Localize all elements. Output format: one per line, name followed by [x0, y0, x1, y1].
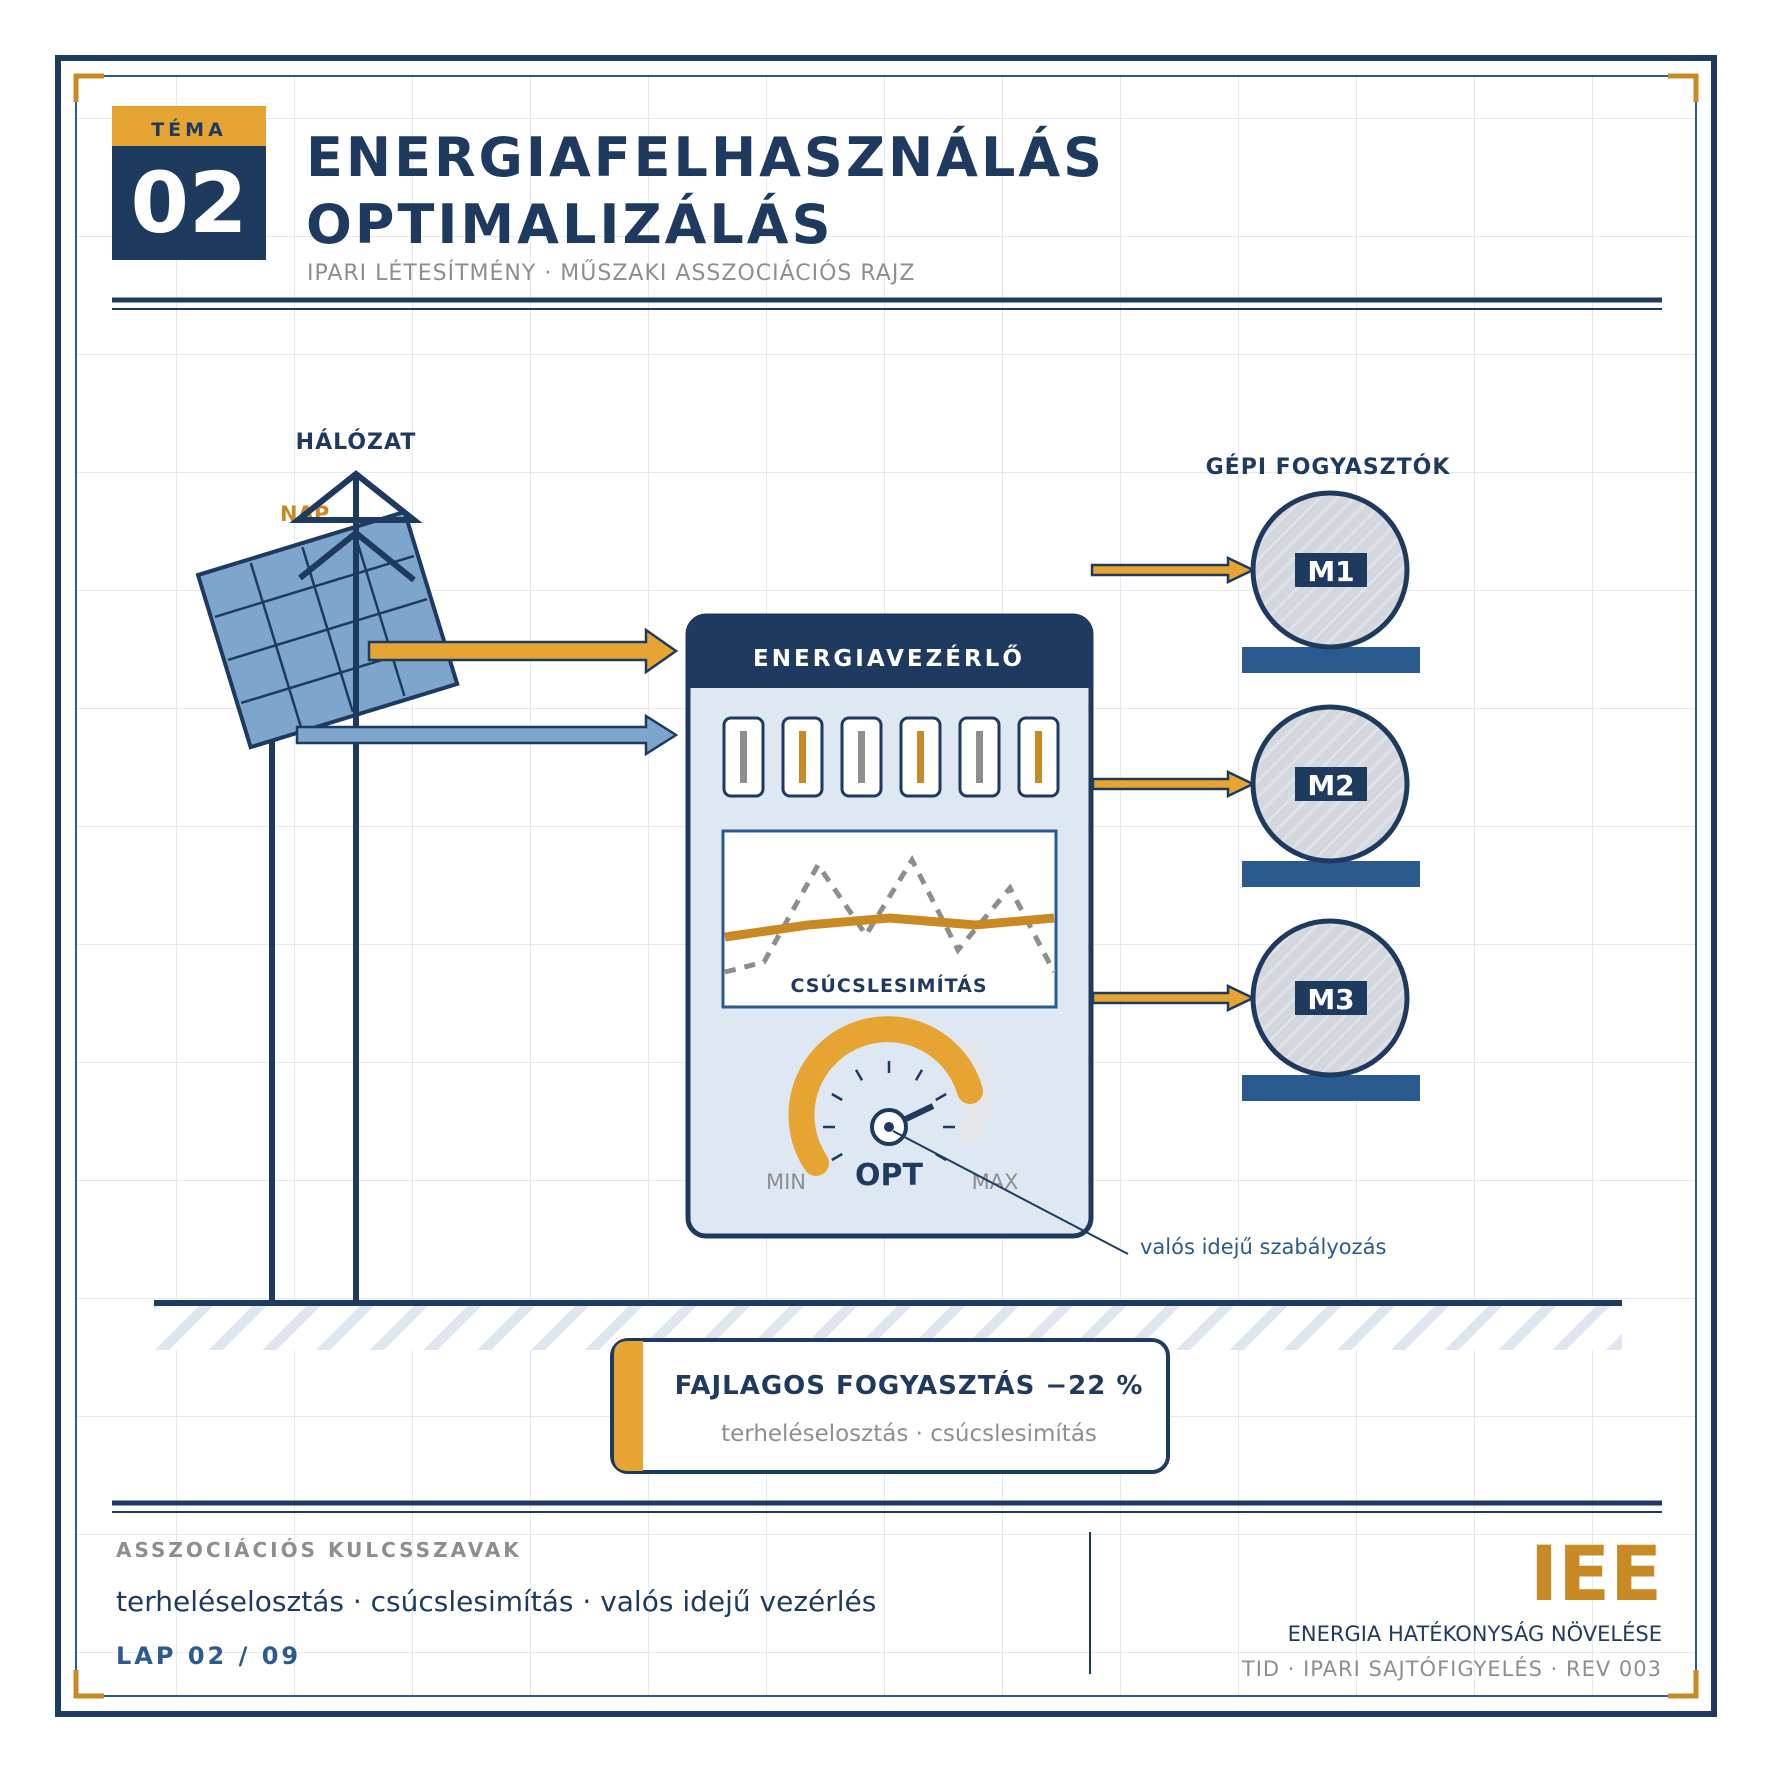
callout-text: valós idejű szabályozás: [1140, 1235, 1386, 1259]
solar-panel: NAP: [195, 502, 460, 1303]
org-name: ENERGIA HATÉKONYSÁG NÖVELÉSE: [1288, 1621, 1662, 1646]
org-meta: TID · IPARI SAJTÓFIGYELÉS · REV 003: [1241, 1656, 1662, 1681]
controller-header: [688, 616, 1091, 688]
grid-input-arrow: [295, 713, 679, 757]
badge-number: 02: [131, 154, 248, 252]
motor-m3: M3: [1091, 918, 1420, 1101]
motor-label-plate: [1295, 553, 1367, 587]
gauge-max-label: MAX: [972, 1170, 1019, 1194]
org-logo: IEE: [1530, 1529, 1662, 1618]
solar-input-arrow: [367, 627, 679, 675]
badge-label: TÉMA: [151, 118, 227, 141]
motor-label: M1: [1307, 555, 1354, 588]
result-card-box: [610, 1338, 1170, 1474]
consumers-title: GÉPI FOGYASZTÓK: [1206, 454, 1451, 480]
output-arrow: [1090, 556, 1256, 584]
keywords-title: ASSZOCIÁCIÓS KULCSSZAVAK: [116, 1538, 522, 1562]
status-indicator: [899, 716, 942, 798]
topic-badge: TÉMA 02: [112, 106, 266, 260]
controller-title: ENERGIAVEZÉRLŐ: [753, 644, 1025, 672]
result-card: FAJLAGOS FOGYASZTÁS −22 % terheléseloszt…: [610, 1338, 1170, 1474]
output-arrow: [1091, 984, 1256, 1012]
motor-base: [1242, 861, 1420, 887]
energy-controller: ENERGIAVEZÉRLŐ CSÚCSLESIMÍTÁS MIN OPT MA…: [685, 613, 1094, 1239]
page-title-line1: ENERGIAFELHASZNÁLÁS: [306, 126, 1105, 189]
optimization-gauge: MIN OPT MAX: [766, 1016, 1019, 1194]
motor-label-plate: [1295, 981, 1367, 1015]
gauge-min-label: MIN: [766, 1170, 806, 1194]
status-indicator: [958, 716, 1001, 798]
gauge-tick: [854, 1069, 864, 1081]
status-indicator: [1017, 716, 1060, 798]
status-indicator: [840, 716, 883, 798]
motor-base: [1242, 1075, 1420, 1101]
motor-m1: M1: [1090, 490, 1420, 673]
result-title: FAJLAGOS FOGYASZTÁS −22 %: [675, 1369, 1144, 1401]
callout-leader: [892, 1130, 1129, 1255]
motor-label-plate: [1295, 767, 1367, 801]
motor-label: M3: [1307, 983, 1354, 1016]
gauge-tick: [831, 1092, 843, 1102]
status-indicator: [722, 716, 765, 798]
raw-load-curve: [724, 854, 1057, 975]
grid-label: HÁLÓZAT: [296, 429, 417, 455]
chart-label: CSÚCSLESIMÍTÁS: [790, 973, 987, 997]
outer-frame: [55, 55, 1717, 1717]
smoothed-load-curve: [724, 913, 1055, 942]
gauge-tick: [831, 1152, 843, 1162]
gauge-ticks: [823, 1061, 955, 1162]
page-indicator: LAP 02 / 09: [116, 1642, 301, 1670]
gauge-tick: [935, 1092, 947, 1102]
grid-tower: [289, 470, 423, 1303]
status-indicator: [781, 716, 824, 798]
gauge-tick: [914, 1069, 924, 1081]
gauge-arc: [788, 1016, 983, 1176]
output-arrow: [1091, 770, 1256, 798]
result-subtitle: terheléselosztás · csúcslesimítás: [721, 1421, 1097, 1447]
inner-frame: [75, 75, 1697, 1697]
status-indicators: [722, 716, 1060, 798]
motor-label: M2: [1307, 769, 1354, 802]
page-subtitle: IPARI LÉTESÍTMÉNY · MŰSZAKI ASSZOCIÁCIÓS…: [307, 260, 915, 286]
result-card-accent: [614, 1341, 643, 1471]
motor-m2: M2: [1091, 704, 1420, 887]
keywords-list: terheléselosztás · csúcslesimítás · való…: [116, 1585, 876, 1618]
corner-marks: [73, 73, 1699, 1699]
motor-base: [1242, 647, 1420, 673]
gauge-opt-label: OPT: [855, 1158, 923, 1193]
page-title-line2: OPTIMALIZÁLÁS: [306, 193, 833, 256]
